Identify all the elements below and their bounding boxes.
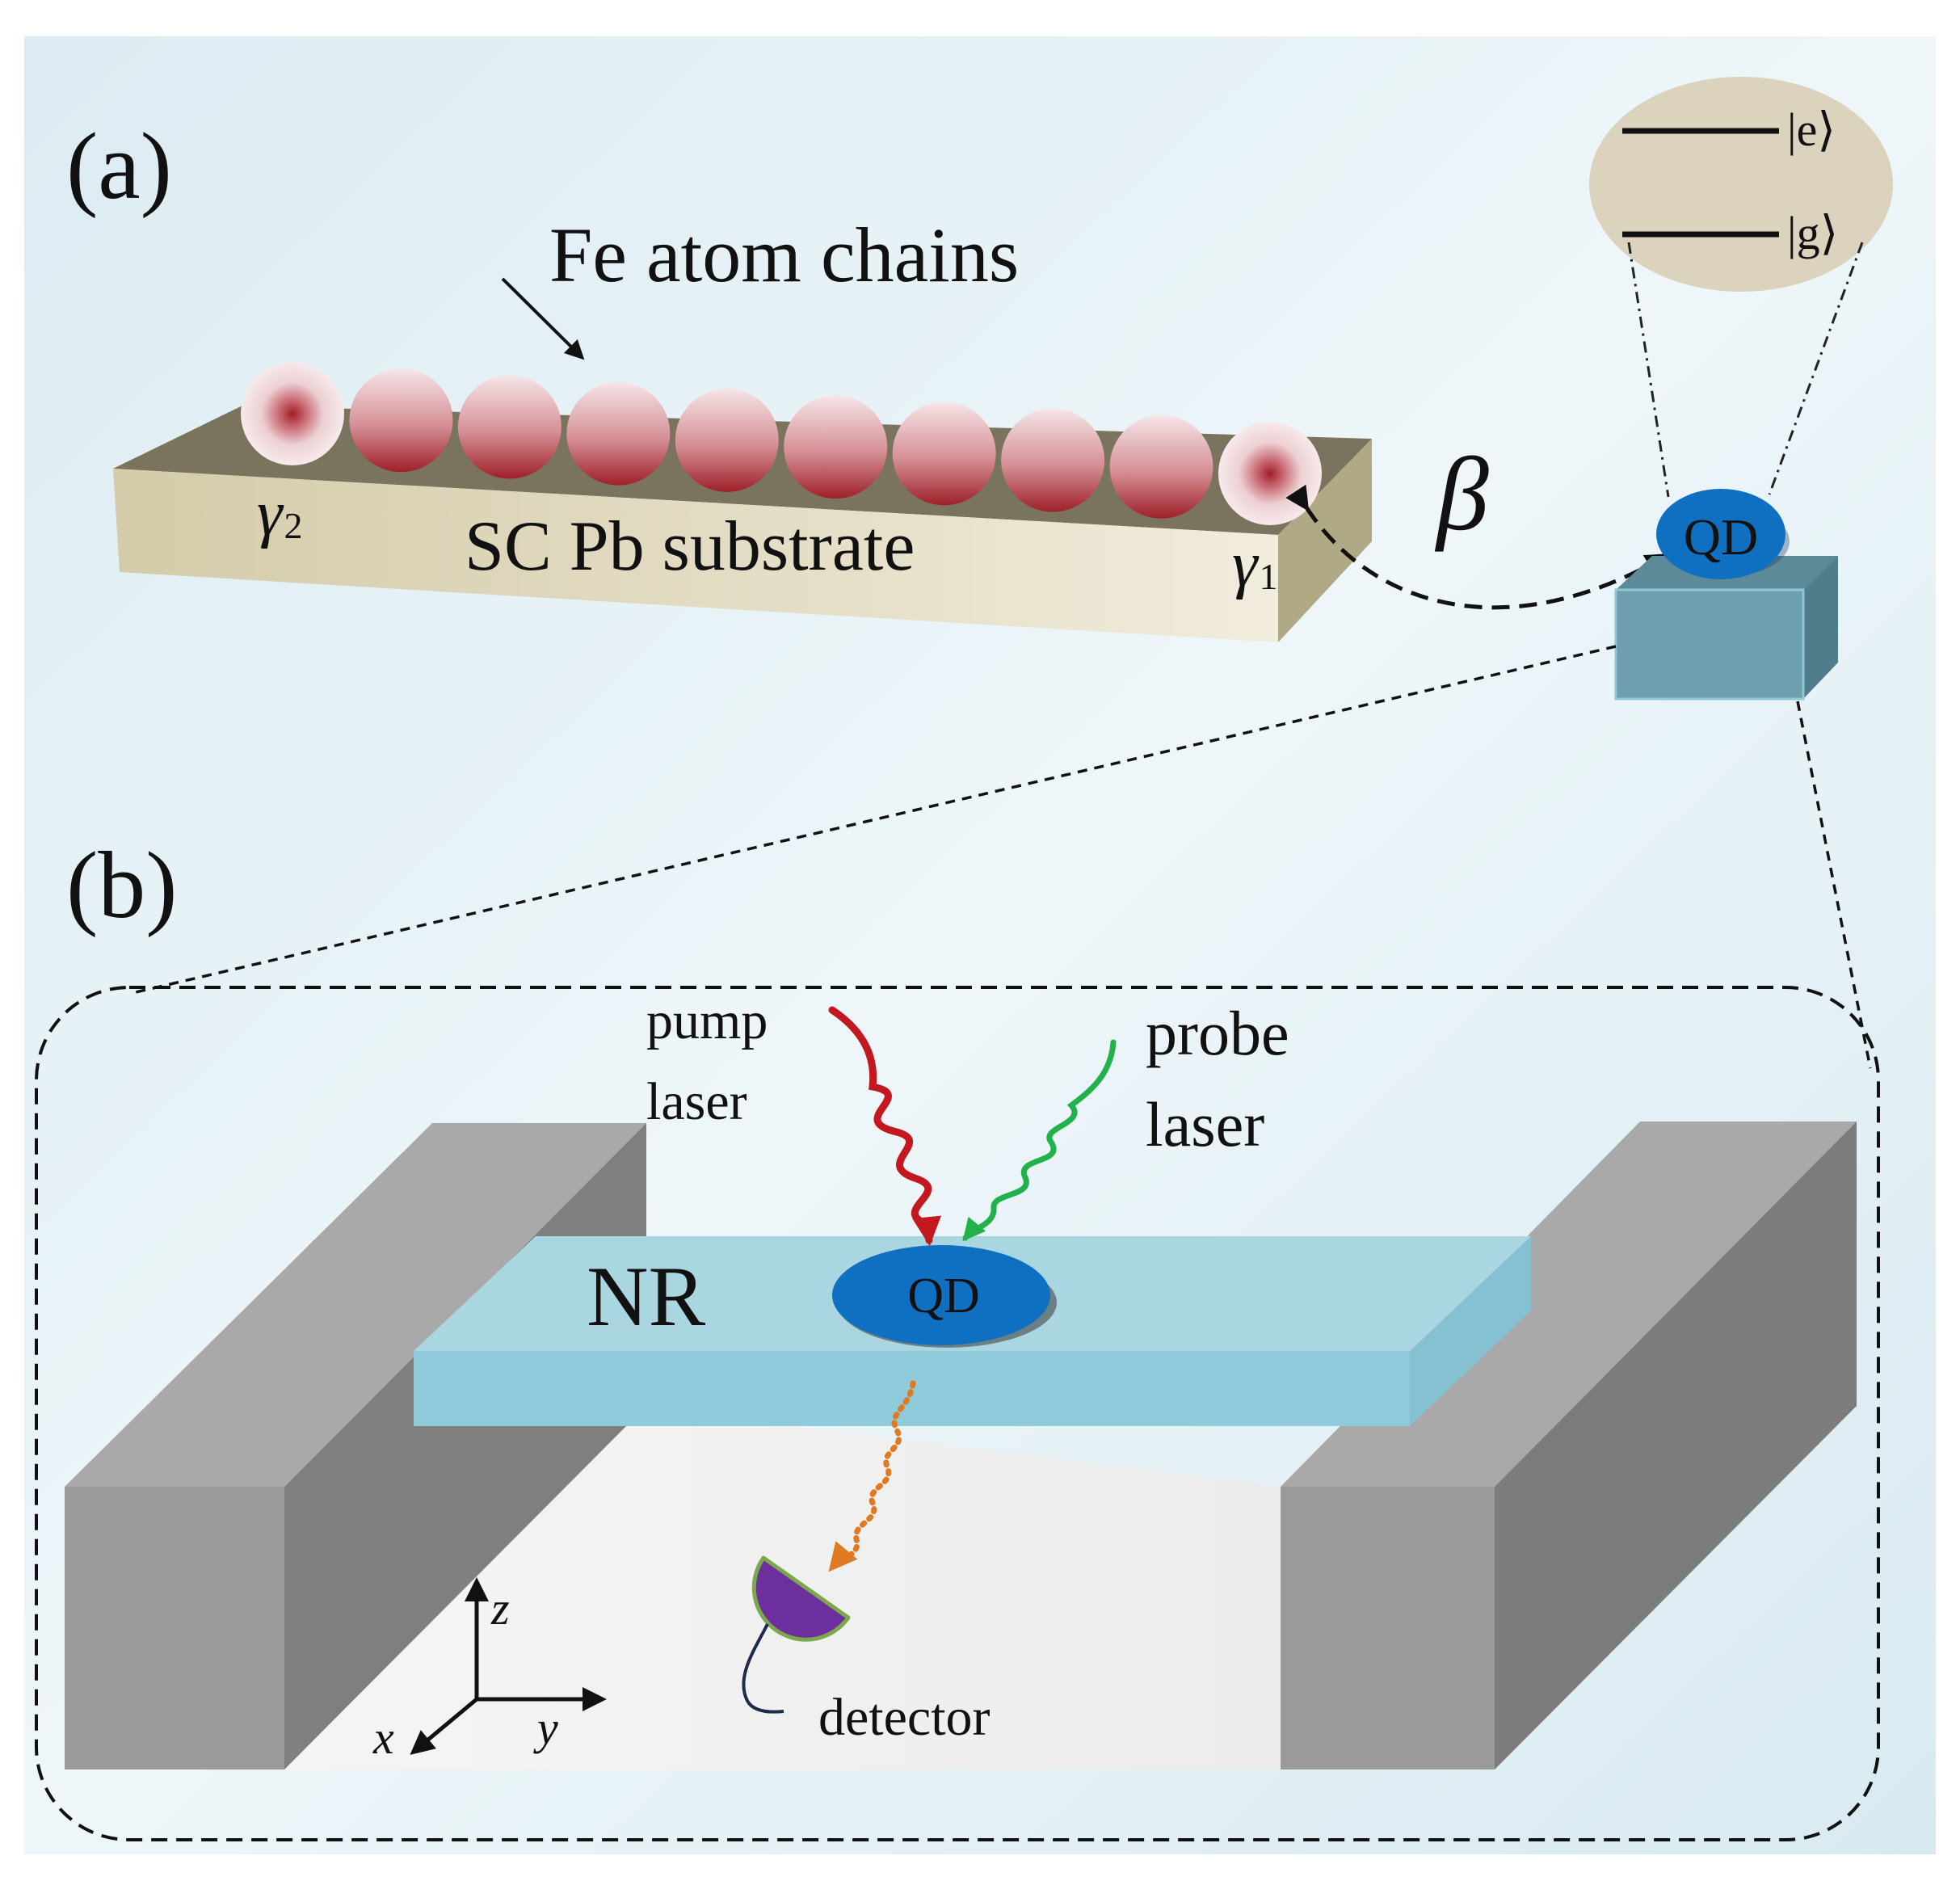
fe-chain-arrow: [501, 277, 585, 360]
qd-block-side: [1803, 556, 1838, 699]
panel-b-frame: [35, 986, 1880, 1841]
nr-side-face: [1410, 1236, 1531, 1426]
pump-label-line1: pump: [646, 991, 768, 1050]
left-pillar-top-face: [65, 1123, 646, 1487]
fe-atom: [892, 402, 996, 506]
right-pillar-side-face: [1495, 1121, 1857, 1769]
ground-state-label: |g⟩: [1787, 207, 1838, 259]
gamma1-label: γ1: [1232, 529, 1278, 600]
fe-atom: [784, 395, 888, 499]
pump-laser-beam: [828, 1006, 942, 1247]
qd-a: [1656, 489, 1785, 579]
panel-b-label: (b): [66, 832, 178, 938]
detector-cable: [742, 1623, 784, 1714]
probe-label-line1: probe: [1146, 998, 1289, 1068]
zoom-connector-right: [1796, 701, 1872, 1069]
nr-label: NR: [587, 1249, 706, 1344]
fe-atom: [349, 368, 453, 473]
detector-cup: [751, 1555, 851, 1642]
right-pillar-front-face: [1281, 1487, 1495, 1769]
fe-atom: [457, 375, 562, 479]
qd-block-a: [1614, 556, 1838, 701]
qd-b-label: QD: [907, 1269, 980, 1323]
pump-label-line2: laser: [646, 1072, 747, 1131]
emission-beam: [828, 1380, 916, 1572]
fe-atom: [1109, 414, 1213, 519]
gamma2-label: γ2: [257, 478, 303, 549]
inset-connector-right: [1768, 242, 1864, 495]
axis-x-line: [410, 1698, 478, 1755]
coupling-arrow: [1285, 484, 1671, 610]
substrate-label: SC Pb substrate: [465, 507, 915, 586]
panel-a-label: (a): [66, 113, 172, 219]
fe-chain-label: Fe atom chains: [549, 212, 1019, 298]
probe-laser-beam: [962, 1039, 1117, 1242]
qd-b: [832, 1245, 1050, 1345]
coupling-beta-label: β: [1434, 436, 1489, 553]
detector-label: detector: [818, 1688, 991, 1747]
qd-a-label: QD: [1684, 508, 1758, 566]
axis-y-label: y: [533, 1702, 558, 1754]
energy-level-inset: [1589, 77, 1893, 292]
excited-state-label: |e⟩: [1787, 103, 1836, 156]
inset-connector-left: [1627, 242, 1670, 498]
qd-block-front: [1614, 588, 1805, 701]
detector-icon: [742, 1555, 851, 1714]
substrate-front-face: [113, 469, 1278, 642]
fe-atom-end: [241, 362, 344, 465]
fe-atom: [675, 388, 779, 492]
axis-x-label: x: [372, 1711, 394, 1764]
left-pillar-front-face: [65, 1487, 284, 1769]
probe-label-line2: laser: [1146, 1089, 1264, 1159]
axis-z-label: z: [490, 1582, 510, 1635]
fe-atom: [566, 381, 671, 486]
fe-atom: [1001, 408, 1105, 512]
coordinate-axes: [410, 1577, 607, 1755]
